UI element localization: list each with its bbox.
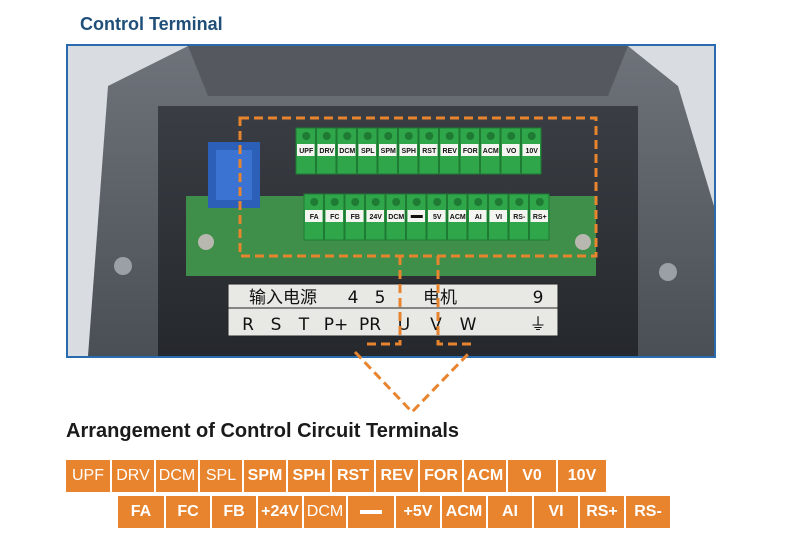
lower-terminal-block: FA FC FB 24V DCM 5V ACM AI VI RS- RS+ — [303, 193, 550, 241]
terminal-cell-dcm: DCM — [156, 460, 198, 492]
control-terminal-photo: UPF DRV DCM SPL SPM SPH RST REV FOR ACM VO 10V FA FC… — [66, 44, 716, 358]
terminal-cell-rs: RS+ — [580, 496, 624, 528]
callout-arrow — [353, 350, 472, 415]
terminal-cell-blank — [348, 496, 394, 528]
terminal-cell-spm: SPM — [244, 460, 286, 492]
dash-icon — [360, 510, 382, 514]
terminal-cell-upf: UPF — [66, 460, 110, 492]
plate-label: R — [242, 315, 254, 335]
photo-terminal-label: SPH — [402, 148, 416, 155]
plate-label: ⏚ — [530, 315, 547, 335]
plate-label: W — [460, 315, 477, 335]
photo-terminal-label: RS- — [513, 214, 526, 221]
section-heading: Arrangement of Control Circuit Terminals — [66, 420, 460, 442]
photo-terminal-label: DRV — [319, 148, 334, 155]
photo-terminal-label: AI — [475, 214, 482, 221]
terminal-cell-rst: RST — [332, 460, 374, 492]
photo-terminal-label: REV — [443, 148, 458, 155]
plate-label: 4 — [348, 288, 359, 308]
terminal-cell-ai: AI — [488, 496, 532, 528]
screw-icon — [575, 234, 591, 250]
terminal-cell-vi: VI — [534, 496, 578, 528]
terminal-cell-acm: ACM — [442, 496, 486, 528]
photo-terminal-label: FC — [330, 214, 339, 221]
photo-terminal-label: VI — [495, 214, 502, 221]
photo-terminal-label: 5V — [433, 214, 442, 221]
photo-terminal-label: RS+ — [533, 214, 547, 221]
plate-label: 9 — [533, 288, 544, 308]
terminal-cell-rs: RS- — [626, 496, 670, 528]
photo-terminal-label: DCM — [388, 214, 404, 221]
terminal-cell-rev: REV — [376, 460, 418, 492]
plate-label: 5 — [375, 288, 386, 308]
page-title: Control Terminal — [80, 14, 223, 34]
photo-terminal-label: RST — [422, 148, 437, 155]
photo-terminal-label: SPL — [361, 148, 375, 155]
terminal-cell-10v: 10V — [558, 460, 606, 492]
photo-terminal-label: VO — [506, 148, 517, 155]
terminal-cell-fc: FC — [166, 496, 210, 528]
photo-terminal-label: FB — [351, 214, 360, 221]
terminal-cell-fb: FB — [212, 496, 256, 528]
plate-label: S — [271, 315, 282, 335]
plate-label: 电机 — [423, 288, 457, 308]
plate-label: V — [430, 315, 442, 335]
photo-terminal-label: ACM — [450, 214, 466, 221]
photo-terminal-label: FOR — [463, 148, 478, 155]
terminal-cell-acm: ACM — [464, 460, 506, 492]
photo-terminal-label: 24V — [370, 214, 383, 221]
screw-icon — [198, 234, 214, 250]
terminal-cell-v0: V0 — [508, 460, 556, 492]
photo-terminal-label: DCM — [339, 148, 355, 155]
highlight-outline — [238, 116, 598, 258]
screw-icon — [114, 257, 132, 275]
photo-terminal-label: SPM — [381, 148, 396, 155]
terminal-cell-sph: SPH — [288, 460, 330, 492]
photo-terminal-label: UPF — [299, 148, 314, 155]
plate-label: P+ — [324, 315, 349, 335]
terminal-cell-for: FOR — [420, 460, 462, 492]
photo-illustration: UPF DRV DCM SPL SPM SPH RST REV FOR ACM VO 10V FA FC… — [68, 46, 714, 356]
power-terminal-plate — [227, 283, 559, 337]
screw-icon — [659, 263, 677, 281]
photo-terminal-label: 10V — [526, 148, 539, 155]
photo-terminal-label: ACM — [483, 148, 499, 155]
terminal-cell-24v: +24V — [258, 496, 302, 528]
terminal-cell-spl: SPL — [200, 460, 242, 492]
plate-label: T — [298, 315, 310, 335]
terminal-cell-5v: +5V — [396, 496, 440, 528]
upper-terminal-block: UPF DRV DCM SPL SPM SPH RST REV FOR ACM VO 10V — [295, 127, 542, 175]
plate-label: 输入电源 — [249, 288, 317, 308]
terminal-cell-dcm: DCM — [304, 496, 346, 528]
terminal-cell-fa: FA — [118, 496, 164, 528]
photo-terminal-label: FA — [310, 214, 319, 221]
plate-label: PR — [359, 315, 381, 335]
terminal-cell-drv: DRV — [112, 460, 154, 492]
